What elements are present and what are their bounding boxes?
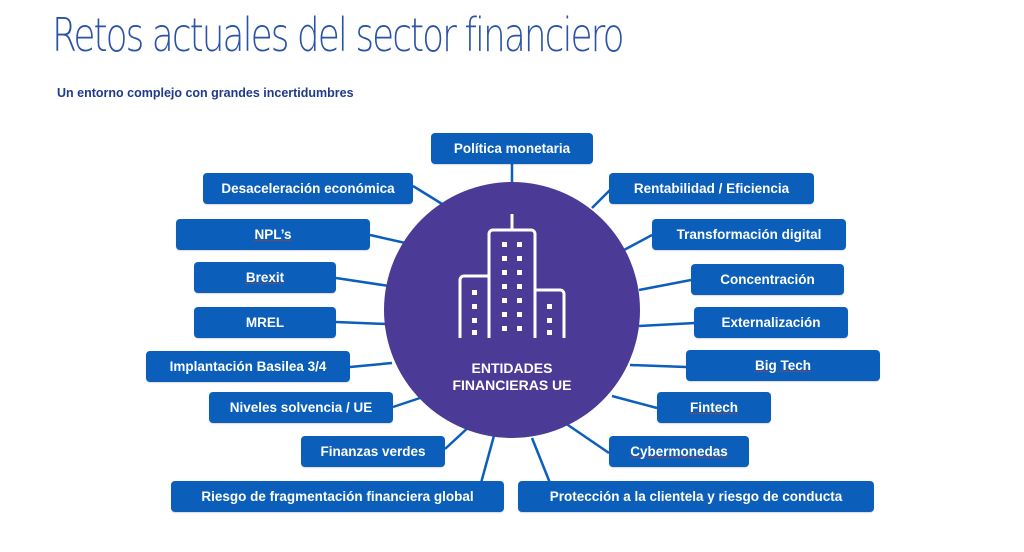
node-rentabilidad: Rentabilidad / Eficiencia: [609, 173, 814, 204]
node-label: Protección a la clientela y riesgo de co…: [549, 489, 843, 504]
node-label: Finanzas verdes: [320, 444, 426, 459]
node-label: Implantación Basilea 3/4: [169, 359, 327, 374]
node-politica-monetaria: Política monetaria: [431, 133, 593, 164]
node-finanzas-verdes: Finanzas verdes: [301, 436, 445, 467]
node-label: Fintech: [689, 400, 738, 415]
node-label: Niveles solvencia / UE: [229, 400, 373, 415]
node-label: Concentración: [720, 272, 815, 287]
node-label: Riesgo de fragmentación financiera globa…: [201, 489, 474, 504]
node-label: Desaceleración económica: [221, 181, 395, 196]
page-title: Retos actuales del sector financiero: [52, 8, 625, 62]
node-transformacion-digital: Transformación digital: [652, 219, 846, 250]
hub-label-line1: ENTIDADES: [471, 360, 553, 376]
node-label: Brexit: [245, 270, 285, 285]
node-label: Cybermonedas: [630, 444, 728, 459]
node-label: Transformación digital: [676, 227, 822, 242]
page-subtitle: Un entorno complejo con grandes incertid…: [57, 86, 354, 100]
node-big-tech: Big Tech: [686, 350, 880, 381]
node-externalizacion: Externalización: [694, 307, 848, 338]
node-basilea: Implantación Basilea 3/4: [146, 351, 350, 382]
hub-label: ENTIDADES FINANCIERAS UE: [384, 360, 640, 394]
node-solvencia: Niveles solvencia / UE: [209, 392, 393, 423]
node-label: Big Tech: [754, 358, 811, 373]
hub-label-line2: FINANCIERAS UE: [452, 377, 572, 393]
hub-circle: ENTIDADES FINANCIERAS UE: [384, 182, 640, 438]
node-fragmentacion: Riesgo de fragmentación financiera globa…: [171, 481, 504, 512]
node-brexit: Brexit: [194, 262, 336, 293]
node-label: Política monetaria: [453, 141, 571, 156]
node-mrel: MREL: [194, 307, 336, 338]
node-cybermonedas: Cybermonedas: [609, 436, 749, 467]
node-fintech: Fintech: [657, 392, 771, 423]
buildings-icon: [458, 214, 566, 338]
node-label: NPL’s: [254, 227, 292, 242]
node-label: MREL: [245, 315, 285, 330]
node-desaceleracion: Desaceleración económica: [203, 173, 413, 204]
node-label: Externalización: [721, 315, 821, 330]
node-concentracion: Concentración: [691, 264, 844, 295]
node-npls: NPL’s: [176, 219, 370, 250]
node-proteccion-clientela: Protección a la clientela y riesgo de co…: [518, 481, 874, 512]
node-label: Rentabilidad / Eficiencia: [633, 181, 790, 196]
